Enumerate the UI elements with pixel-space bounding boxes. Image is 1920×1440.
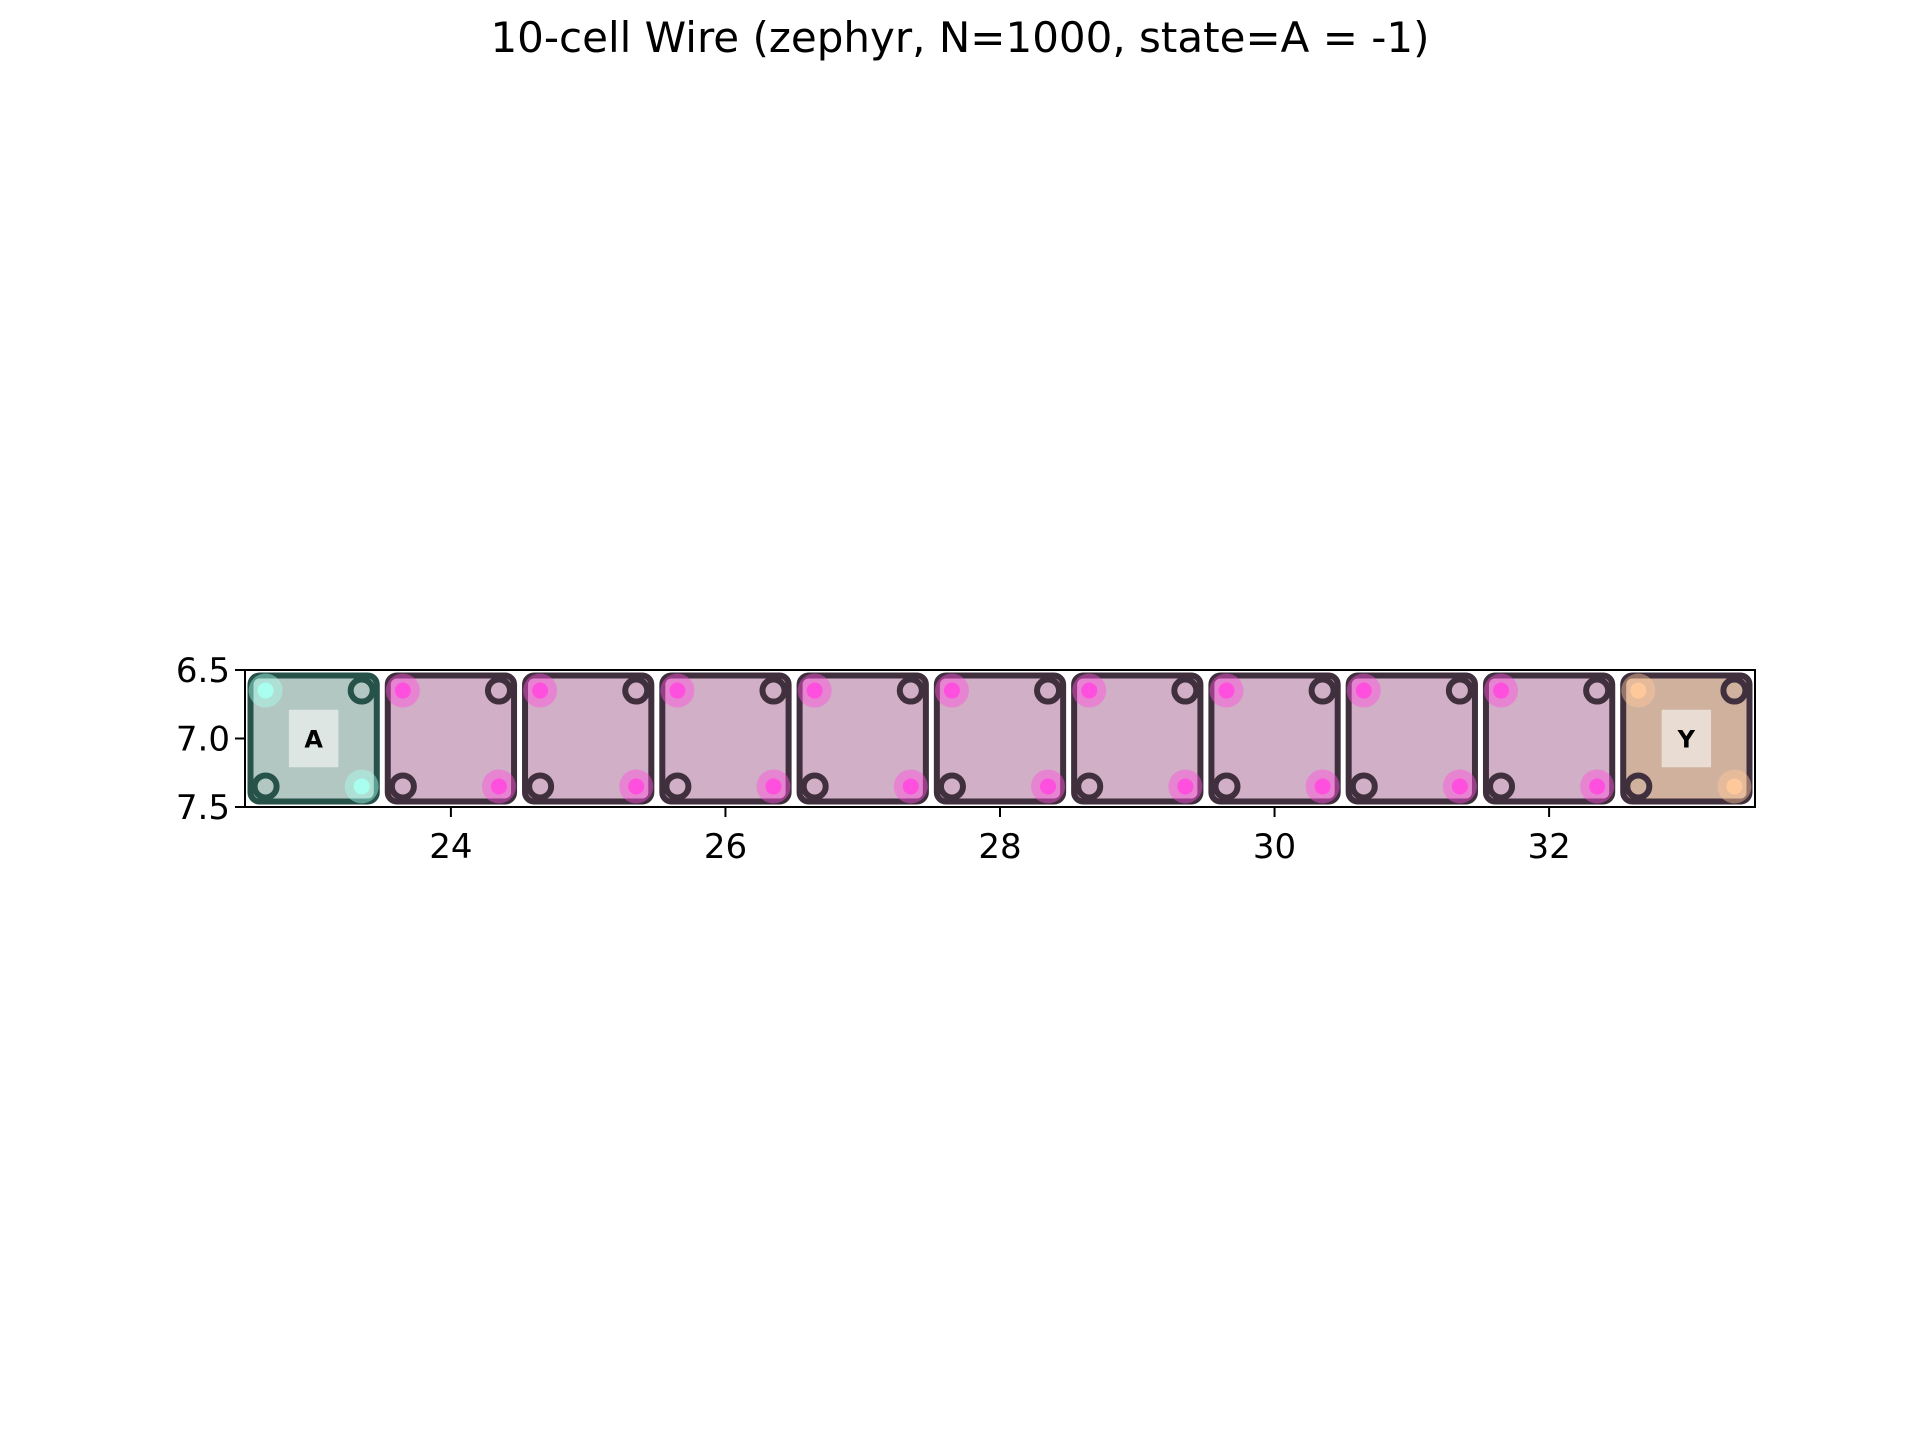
cell-label-box	[288, 709, 339, 768]
cell-body	[1071, 672, 1204, 805]
quantum-dot-occupied	[765, 778, 782, 795]
cell-body	[659, 672, 792, 805]
quantum-dot-occupied	[1355, 682, 1372, 699]
y-tick-label: 6.5	[176, 651, 230, 691]
cell-1: A	[247, 672, 380, 805]
cell-3	[522, 672, 655, 805]
quantum-dot-occupied	[532, 682, 549, 699]
x-tick-label: 28	[978, 827, 1021, 867]
quantum-dot-empty	[526, 772, 555, 801]
quantum-dot-empty	[622, 676, 651, 705]
quantum-dot-occupied	[669, 682, 686, 699]
chart-title: 10-cell Wire (zephyr, N=1000, state=A = …	[490, 13, 1429, 62]
x-tick-label: 24	[429, 827, 472, 867]
quantum-dot-occupied	[394, 682, 411, 699]
quantum-dot-occupied	[1726, 778, 1743, 795]
quantum-dot-occupied	[1040, 778, 1057, 795]
quantum-dot-empty	[1171, 676, 1200, 705]
cell-label: A	[304, 726, 323, 754]
quantum-dot-empty	[937, 772, 966, 801]
quantum-dot-occupied	[1177, 778, 1194, 795]
quantum-dot-occupied	[1493, 682, 1510, 699]
y-tick-label: 7.5	[176, 788, 230, 828]
quantum-dot-empty	[1349, 772, 1378, 801]
quantum-dot-empty	[1308, 676, 1337, 705]
quantum-dot-empty	[388, 772, 417, 801]
cell-body	[796, 672, 929, 805]
cell-10	[1482, 672, 1616, 805]
quantum-dot-empty	[1075, 772, 1104, 801]
x-tick-label: 26	[704, 827, 747, 867]
quantum-dot-occupied	[1451, 778, 1468, 795]
quantum-dot-empty	[896, 676, 925, 705]
cell-9	[1345, 672, 1478, 805]
x-tick-label: 30	[1253, 827, 1296, 867]
quantum-dot-occupied	[1314, 778, 1331, 795]
quantum-dot-empty	[1212, 772, 1241, 801]
axes: 24 26 28 30 32 6.5 7.0 7.5	[176, 651, 1756, 867]
quantum-dot-empty	[663, 772, 692, 801]
cell-body	[1482, 672, 1616, 805]
x-tick-label: 32	[1527, 827, 1570, 867]
cell-body	[1345, 672, 1478, 805]
quantum-dot-empty	[347, 676, 376, 705]
quantum-dot-empty	[251, 772, 280, 801]
quantum-dot-empty	[1583, 676, 1612, 705]
cell-8	[1208, 672, 1341, 805]
quantum-dot-empty	[1034, 676, 1063, 705]
cell-7	[1071, 672, 1204, 805]
quantum-dot-empty	[1720, 676, 1749, 705]
quantum-dot-empty	[1624, 772, 1653, 801]
cell-label: Y	[1677, 726, 1696, 754]
cell-body	[1208, 672, 1341, 805]
cell-2	[384, 672, 518, 805]
quantum-dot-occupied	[902, 778, 919, 795]
cell-label-box	[1661, 709, 1712, 768]
quantum-dot-empty	[800, 772, 829, 801]
quantum-dot-empty	[1445, 676, 1474, 705]
quantum-dot-occupied	[1630, 682, 1647, 699]
cell-body	[933, 672, 1067, 805]
y-tick-label: 7.0	[176, 720, 230, 760]
quantum-dot-empty	[759, 676, 788, 705]
quantum-dot-occupied	[490, 778, 507, 795]
quantum-dot-occupied	[806, 682, 823, 699]
quantum-dot-occupied	[353, 778, 370, 795]
quantum-dot-empty	[1487, 772, 1516, 801]
cell-4	[659, 672, 792, 805]
cell-5	[796, 672, 929, 805]
cell-body	[384, 672, 518, 805]
cell-body	[522, 672, 655, 805]
quantum-dot-empty	[484, 676, 513, 705]
quantum-dot-occupied	[1218, 682, 1235, 699]
quantum-dot-occupied	[1589, 778, 1606, 795]
cell-6	[933, 672, 1067, 805]
quantum-dot-occupied	[257, 682, 274, 699]
quantum-dot-occupied	[1081, 682, 1098, 699]
quantum-dot-occupied	[628, 778, 645, 795]
quantum-dot-occupied	[943, 682, 960, 699]
cell-11: Y	[1620, 672, 1753, 805]
